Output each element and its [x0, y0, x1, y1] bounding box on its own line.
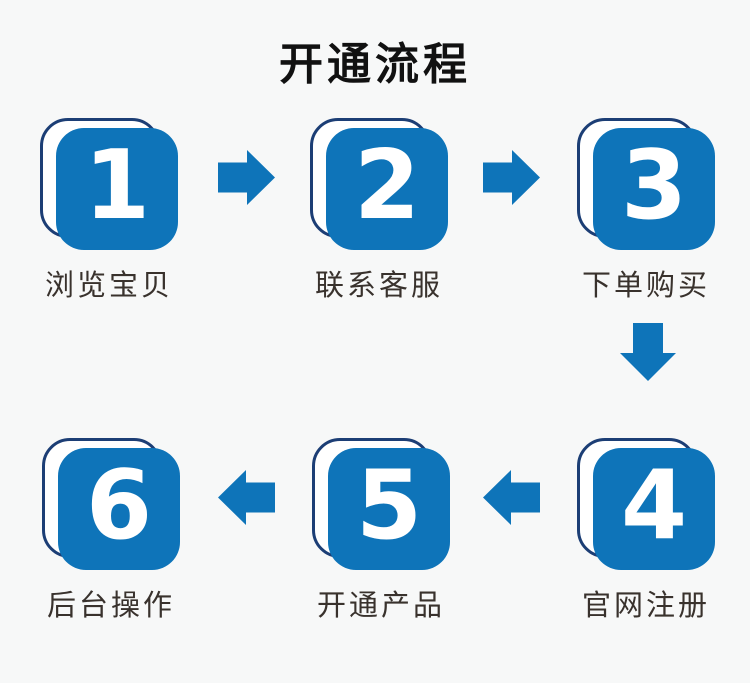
step-front-card: 1: [56, 128, 178, 250]
flow-step-1: 1 浏览宝贝: [40, 118, 178, 303]
arrow-left-icon: [218, 470, 275, 525]
step-number: 5: [355, 450, 423, 561]
step-front-card: 4: [593, 448, 715, 570]
page-title: 开通流程: [279, 39, 471, 90]
arrow-down-icon: [620, 323, 676, 381]
flow-step-3: 3 下单购买: [577, 118, 715, 303]
step-label: 下单购买: [581, 268, 710, 302]
flow-step-2: 2 联系客服: [310, 118, 448, 303]
flow-step-5: 5 开通产品: [312, 438, 450, 623]
step-front-card: 5: [328, 448, 450, 570]
arrow-left-icon: [483, 470, 540, 525]
arrow-right-icon: [483, 150, 540, 205]
flow-step-6: 6 后台操作: [42, 438, 180, 623]
step-number: 3: [620, 130, 688, 241]
step-label: 官网注册: [581, 588, 710, 622]
step-label: 后台操作: [46, 588, 175, 622]
arrow-right-icon: [218, 150, 275, 205]
step-number: 2: [353, 130, 421, 241]
step-number: 4: [620, 450, 688, 561]
step-label: 联系客服: [314, 268, 443, 302]
step-front-card: 6: [58, 448, 180, 570]
step-label: 开通产品: [316, 588, 445, 622]
step-number: 1: [83, 130, 151, 241]
step-front-card: 3: [593, 128, 715, 250]
step-front-card: 2: [326, 128, 448, 250]
step-number: 6: [85, 450, 153, 561]
flow-step-4: 4 官网注册: [577, 438, 715, 623]
step-label: 浏览宝贝: [44, 268, 173, 302]
